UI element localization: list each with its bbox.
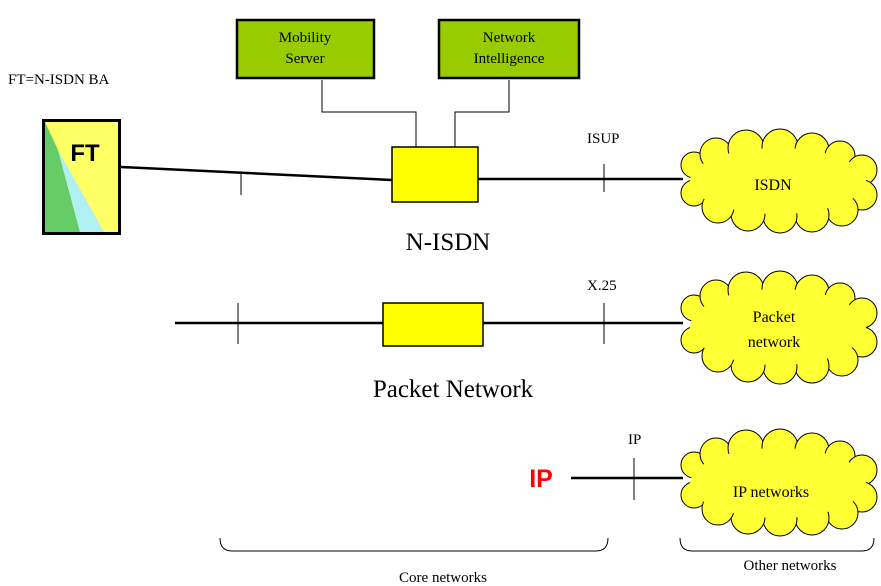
network-intelligence-line-2: Intelligence xyxy=(474,51,545,67)
other-networks-brace xyxy=(679,537,875,552)
mobility-server-box: Mobility Server xyxy=(235,18,376,80)
core-networks-label: Core networks xyxy=(399,570,487,586)
packet-cloud-label-line-2: network xyxy=(748,334,800,351)
isdn-cloud-label: ISDN xyxy=(754,177,792,194)
other-networks-label: Other networks xyxy=(744,558,837,574)
x25-label: X.25 xyxy=(587,278,617,294)
packet-network-label: Packet Network xyxy=(373,376,534,403)
n-isdn-label: N-ISDN xyxy=(406,229,491,256)
core-networks-brace xyxy=(219,537,609,552)
n-isdn-switch xyxy=(391,146,479,203)
ip-interface-label: IP xyxy=(628,432,641,448)
packet-cloud-label-line-1: Packet xyxy=(753,309,796,326)
ip-cloud-label: IP networks xyxy=(733,484,809,501)
packet-cloud xyxy=(680,270,878,385)
network-intelligence-box: Network Intelligence xyxy=(437,18,581,80)
ft-box-label: FT xyxy=(70,140,100,167)
ft-access-line xyxy=(120,165,393,182)
network-intelligence-line-1: Network xyxy=(483,30,536,46)
ip-label: IP xyxy=(529,465,553,493)
ft-caption: FT=N-ISDN BA xyxy=(8,72,110,88)
intelligence-connector xyxy=(454,80,510,147)
mobility-server-line-1: Mobility xyxy=(279,30,332,46)
packet-switch xyxy=(382,302,484,347)
mobility-connector xyxy=(321,80,417,147)
isup-label: ISUP xyxy=(587,131,620,147)
isdn-cloud xyxy=(680,128,878,234)
mobility-server-line-2: Server xyxy=(285,51,324,67)
ip-cloud xyxy=(680,428,878,537)
ft-terminal: FT xyxy=(42,119,121,235)
